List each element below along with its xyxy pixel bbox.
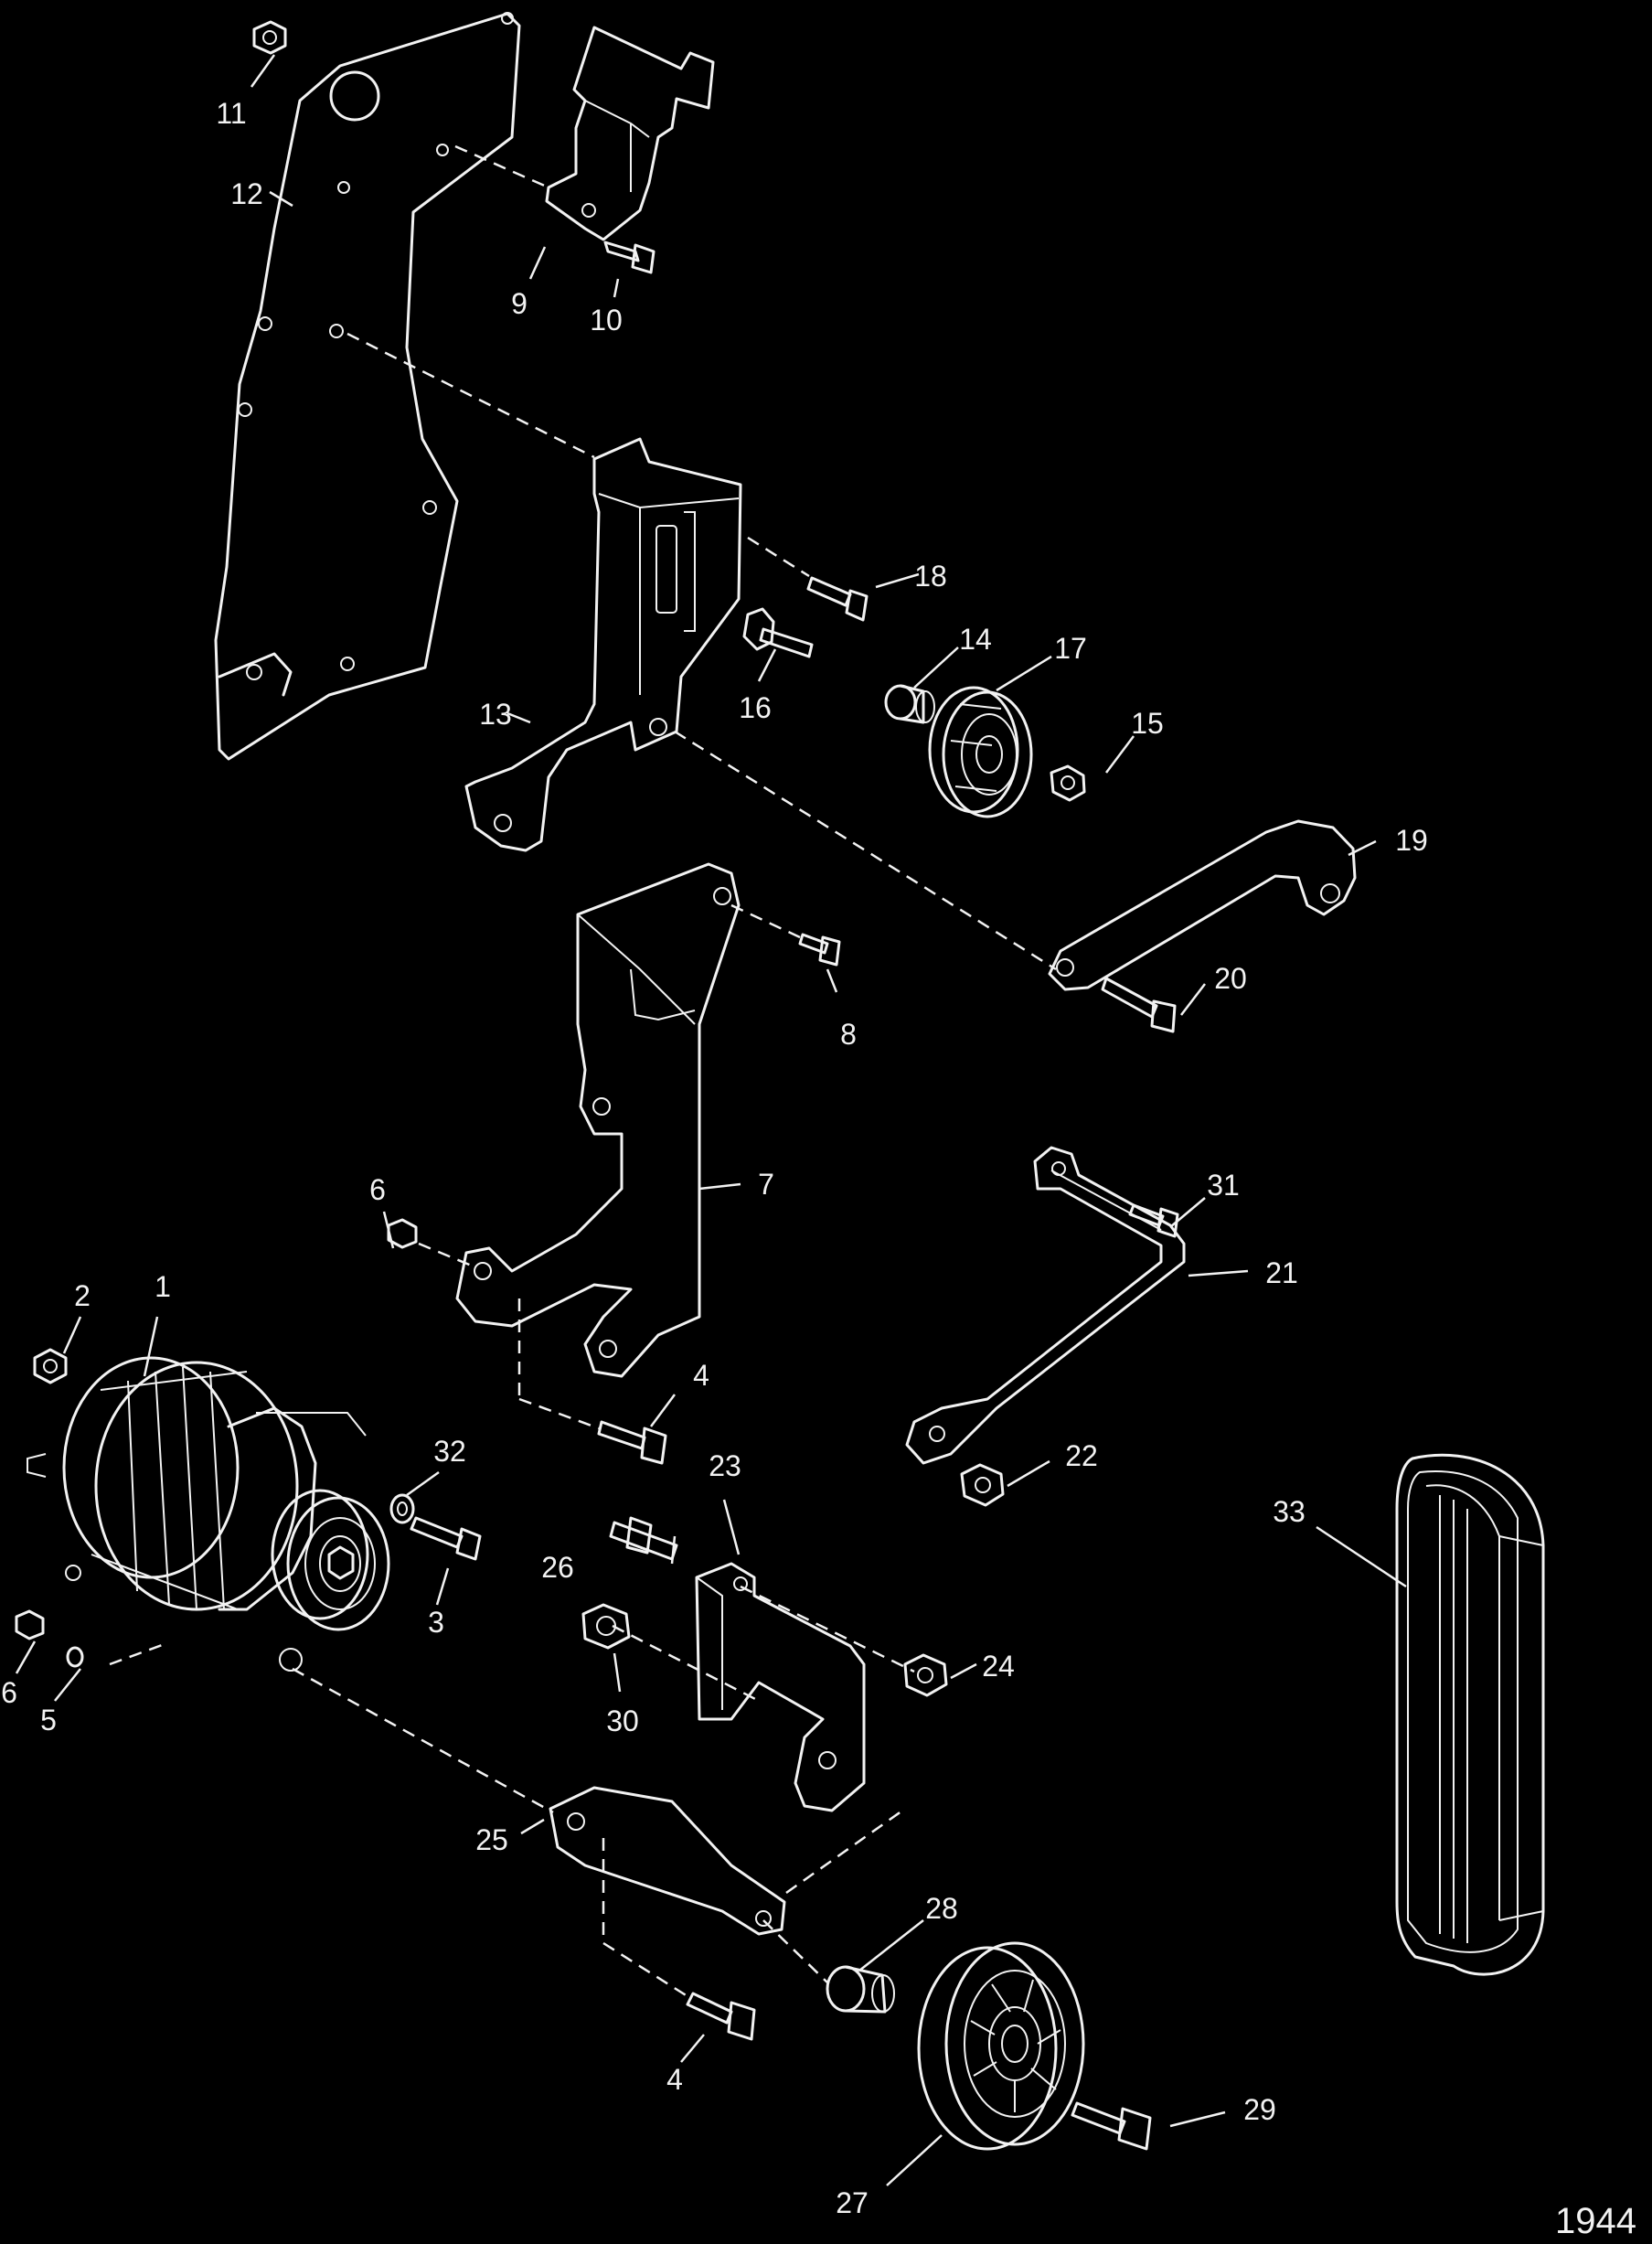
callout-labels: 1 2 3 4 4 5 6 6 7 8 9 10 11 12 13 14 15 … (1, 97, 1428, 2219)
mounting-plate-part-12 (214, 12, 521, 761)
callout-13: 13 (479, 698, 512, 731)
bolt-part-10 (603, 240, 655, 274)
callout-33: 33 (1273, 1495, 1306, 1528)
callout-16: 16 (739, 691, 772, 724)
callout-19: 19 (1395, 824, 1428, 857)
nut-part-6-lower (15, 1609, 45, 1640)
spacer-bracket-part-23 (695, 1562, 866, 1812)
callout-2: 2 (74, 1279, 91, 1312)
stud-part-16 (742, 607, 814, 658)
adjusting-arm-part-19 (1048, 819, 1357, 991)
nut-part-2 (33, 1348, 68, 1384)
drive-belt-part-33 (1395, 1453, 1545, 1976)
bolt-part-8 (798, 933, 841, 967)
nut-part-15 (1050, 764, 1086, 802)
callout-8: 8 (840, 1018, 857, 1051)
alternator-brace-part-21 (905, 1146, 1186, 1465)
callout-24: 24 (982, 1650, 1015, 1683)
callout-28: 28 (925, 1892, 958, 1925)
callout-7: 7 (758, 1168, 774, 1201)
washer-part-32 (389, 1493, 415, 1524)
stud-part-26 (609, 1516, 678, 1561)
alternator-part-1 (27, 1356, 390, 1672)
callout-18: 18 (914, 560, 947, 593)
nut-part-30 (581, 1603, 631, 1650)
idler-pulley-part-17 (928, 686, 1033, 818)
upper-bracket-part-9 (545, 26, 715, 241)
callout-5: 5 (40, 1704, 57, 1736)
callout-6-lower: 6 (1, 1676, 17, 1709)
callout-15: 15 (1131, 707, 1164, 740)
nut-part-22 (960, 1463, 1005, 1507)
bolt-part-31 (1128, 1203, 1179, 1238)
washer-part-5 (66, 1646, 84, 1668)
alternator-bracket-part-7 (455, 862, 741, 1378)
bolt-part-20 (1101, 977, 1177, 1033)
nut-part-24 (903, 1653, 948, 1697)
callout-10: 10 (590, 304, 623, 337)
spacer-part-14 (884, 684, 935, 724)
callout-4-lower: 4 (666, 2063, 683, 2096)
callout-27: 27 (836, 2186, 869, 2219)
bolt-part-4-lower (686, 1992, 756, 2041)
spacer-part-28 (826, 1965, 895, 2014)
callout-17: 17 (1054, 632, 1087, 665)
idler-bracket-part-13 (464, 437, 742, 852)
callout-29: 29 (1243, 2093, 1276, 2126)
bolt-part-18 (806, 576, 869, 622)
bolt-part-29 (1071, 2101, 1152, 2151)
alignment-lines (109, 144, 1057, 2000)
figure-number: 1944 (1555, 2201, 1636, 2241)
callout-11: 11 (216, 97, 246, 130)
callout-3: 3 (428, 1606, 444, 1639)
nut-part-11 (252, 20, 287, 55)
leader-lines (15, 54, 1407, 2186)
bolt-part-3 (410, 1516, 482, 1561)
callout-1: 1 (155, 1270, 171, 1303)
callout-30: 30 (606, 1704, 639, 1737)
callout-4-upper: 4 (693, 1359, 709, 1392)
callout-9: 9 (511, 287, 528, 320)
callout-23: 23 (709, 1449, 741, 1482)
callout-22: 22 (1065, 1439, 1098, 1472)
callout-14: 14 (959, 623, 992, 656)
callout-32: 32 (433, 1435, 466, 1468)
bolt-part-4-upper (597, 1420, 667, 1465)
callout-25: 25 (475, 1823, 508, 1856)
lower-bracket-part-25 (549, 1786, 786, 1936)
callout-20: 20 (1214, 962, 1247, 995)
nut-part-6-upper (387, 1218, 418, 1249)
callout-12: 12 (230, 177, 263, 210)
callout-21: 21 (1265, 1256, 1298, 1289)
callout-26: 26 (541, 1551, 574, 1584)
callout-31: 31 (1207, 1169, 1240, 1202)
idler-pulley-part-27 (917, 1941, 1085, 2151)
callout-6-upper: 6 (369, 1173, 386, 1206)
